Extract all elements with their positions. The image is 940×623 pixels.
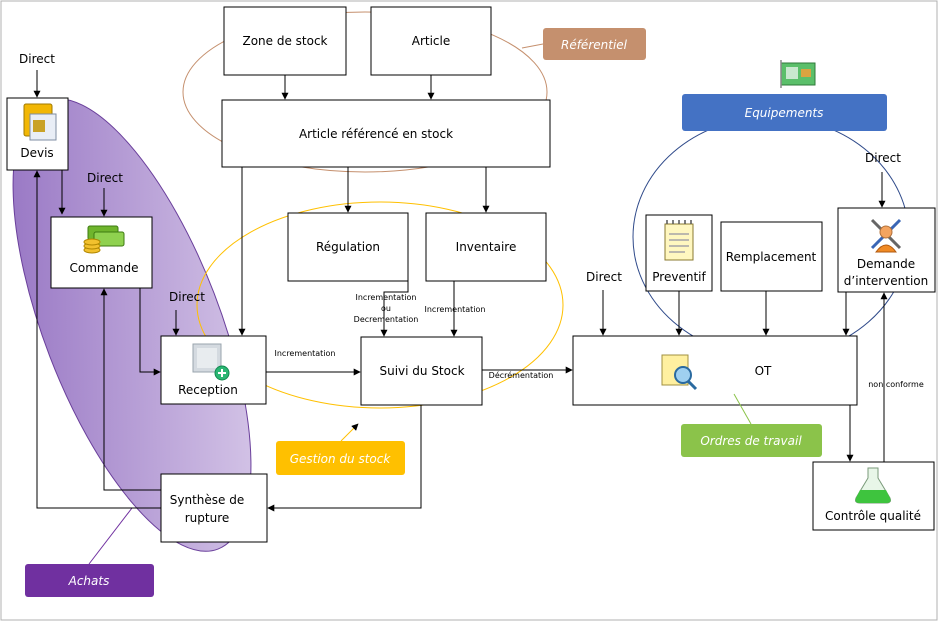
ordres-pointer	[733, 393, 752, 425]
inventaire-label: Inventaire	[456, 240, 517, 254]
preventif-notepad-icon	[664, 220, 694, 261]
arrow-synthese-to-commande	[100, 288, 161, 491]
equipements-card-icon	[780, 60, 816, 88]
commande-label: Commande	[69, 261, 138, 275]
remplacement-label: Remplacement	[726, 250, 817, 264]
arrow-suivi-to-synthese	[267, 405, 422, 512]
article-box[interactable]: Article	[370, 6, 492, 76]
preventif-label: Preventif	[652, 270, 706, 284]
arrow-regulation-to-suivi	[380, 281, 409, 337]
ordres-travail-tag-label: Ordres de travail	[700, 434, 802, 448]
reception-package-icon	[192, 343, 230, 381]
referentiel-tag-label: Référentiel	[561, 38, 628, 52]
article-reference-box[interactable]: Article référencé en stock	[221, 99, 551, 168]
gestion-stock-tag-label: Gestion du stock	[290, 452, 392, 466]
commande-money-icon	[83, 225, 125, 254]
incr-decr-label-line1: Incrementation	[355, 293, 416, 302]
inventaire-box[interactable]: Inventaire	[425, 212, 547, 282]
incr-decr-label-line3: Decrementation	[354, 315, 419, 324]
equipements-tag-label: Equipements	[745, 106, 824, 120]
devis-document-icon	[23, 103, 57, 141]
gestion-stock-region	[196, 201, 564, 409]
zone-stock-box[interactable]: Zone de stock	[223, 6, 347, 76]
gestion-stock-pointer	[340, 423, 359, 442]
synthese-label-line2: rupture	[185, 511, 230, 525]
controle-flask-icon	[855, 467, 891, 504]
arrow-commande-to-reception	[139, 288, 161, 376]
controle-label: Contrôle qualité	[825, 509, 921, 523]
ot-magnifier-icon	[661, 354, 698, 391]
achats-tag[interactable]: Achats	[25, 564, 154, 597]
referentiel-region	[182, 11, 548, 173]
non-conforme-label: non conforme	[868, 380, 924, 389]
ot-label: OT	[755, 364, 772, 378]
gestion-stock-tag[interactable]: Gestion du stock	[276, 441, 405, 475]
demande-worker-icon	[870, 218, 902, 253]
equipements-tag[interactable]: Equipements	[682, 94, 887, 131]
devis-label: Devis	[20, 146, 53, 160]
suivi-stock-box[interactable]: Suivi du Stock	[360, 336, 483, 406]
referentiel-tag[interactable]: Référentiel	[543, 28, 646, 60]
synthese-label-line1: Synthèse de	[170, 493, 244, 507]
direct-reception-label: Direct	[169, 290, 205, 304]
article-label: Article	[412, 34, 451, 48]
arrow-synthese-to-devis	[33, 170, 161, 509]
direct-ot-label: Direct	[586, 270, 622, 284]
direct-demande-label: Direct	[865, 151, 901, 165]
zone-stock-label: Zone de stock	[242, 34, 327, 48]
decr-suivi-label: Décrémentation	[489, 370, 554, 380]
regulation-label: Régulation	[316, 240, 380, 254]
suivi-stock-label: Suivi du Stock	[379, 364, 464, 378]
incr-reception-label: Incrementation	[274, 349, 335, 358]
ot-box[interactable]: OT	[572, 335, 858, 406]
incr-decr-label-line2: ou	[381, 304, 391, 313]
demande-label-line1: Demande	[857, 257, 915, 271]
synthese-rupture-box[interactable]: Synthèse de rupture	[160, 473, 268, 543]
direct-devis-label: Direct	[19, 52, 55, 66]
ordres-travail-tag[interactable]: Ordres de travail	[681, 424, 822, 457]
demande-label-line2: d’intervention	[844, 274, 928, 288]
incr-inventaire-label: Incrementation	[424, 305, 485, 314]
direct-commande-label: Direct	[87, 171, 123, 185]
regulation-box[interactable]: Régulation	[287, 212, 409, 282]
reception-label: Reception	[178, 383, 238, 397]
article-reference-label: Article référencé en stock	[299, 127, 453, 141]
achats-tag-label: Achats	[68, 574, 110, 588]
remplacement-box[interactable]: Remplacement	[720, 221, 823, 292]
achats-pointer	[88, 507, 133, 565]
referentiel-pointer	[521, 43, 544, 49]
